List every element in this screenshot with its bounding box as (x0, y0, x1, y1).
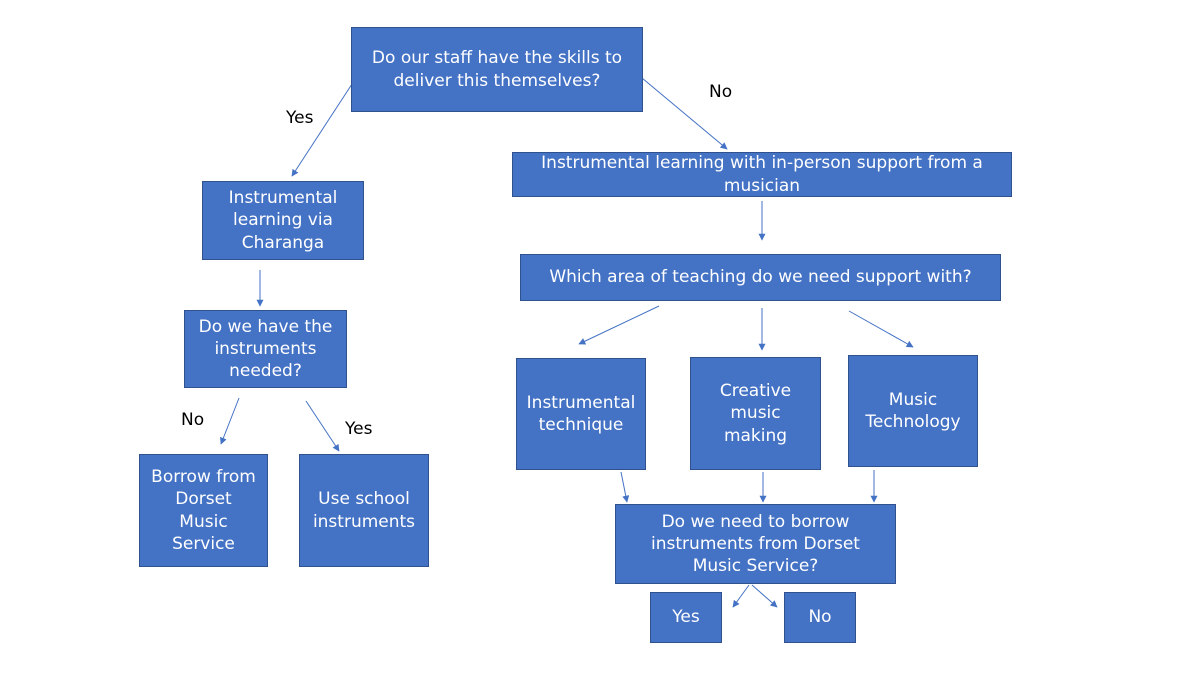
node-text-line: Use school (318, 489, 410, 510)
node-text-line: Creative (719, 381, 792, 402)
node-text-line: Yes (672, 607, 700, 628)
node-text-line: Do we have the (198, 316, 333, 337)
node-text-line: needed? (229, 361, 302, 382)
node-no: No (784, 592, 856, 643)
arrow-instruments-to-school (305, 400, 340, 452)
arrow-q1-to-charanga (291, 83, 353, 177)
arrow-borrow-question-to-yes (732, 584, 750, 608)
node-text-line: Do our staff have the skills to (371, 48, 623, 69)
arrow-instruments-to-borrow (220, 397, 240, 445)
node-text-line: deliver this themselves? (393, 70, 601, 91)
node-text-line: Which area of teaching do we need suppor… (549, 267, 972, 288)
arrow-area-to-musictech (848, 310, 914, 348)
node-text-line: technique (538, 415, 624, 435)
node-yes: Yes (650, 592, 722, 643)
edge-label-no: No (709, 82, 733, 102)
node-text-line: music (730, 403, 781, 424)
node-text-line: Technology (865, 412, 961, 432)
node-teaching-area-question: Which area of teaching do we need suppor… (520, 254, 1001, 301)
node-text-line: Borrow from (151, 467, 256, 488)
node-text-line: Instrumental (228, 188, 338, 209)
node-text-line: Music (888, 389, 938, 410)
node-text-line: Do we need to borrow (661, 511, 850, 532)
arrow-q1-to-inperson (641, 77, 728, 150)
node-text-line: making (723, 425, 788, 446)
node-text-line: instruments from Dorset (651, 533, 860, 554)
node-text-line: instruments (312, 511, 416, 532)
node-text-line: Instrumental learning with in-person sup… (541, 152, 983, 173)
node-text-line: Music (179, 511, 228, 532)
arrow-borrow-question-to-no (751, 584, 778, 608)
node-text-line: Dorset (175, 489, 232, 510)
edge-label-no: No (181, 410, 205, 430)
node-text-line: Charanga (241, 232, 325, 253)
node-text-line: musician (723, 175, 801, 196)
node-text-line: Instrumental (526, 392, 636, 413)
node-text-line: No (808, 607, 832, 628)
node-in-person-support: Instrumental learning with in-person sup… (512, 152, 1012, 197)
node-text-line: instruments (214, 338, 317, 359)
arrow-technique-to-borrow-question (620, 471, 630, 503)
edge-label-yes: Yes (345, 419, 373, 439)
arrow-area-to-technique (578, 305, 660, 345)
node-text-line: Service (172, 533, 235, 554)
node-text-line: learning via (233, 210, 333, 231)
node-text-line: Music Service? (692, 556, 819, 577)
edge-label-yes: Yes (286, 108, 314, 128)
